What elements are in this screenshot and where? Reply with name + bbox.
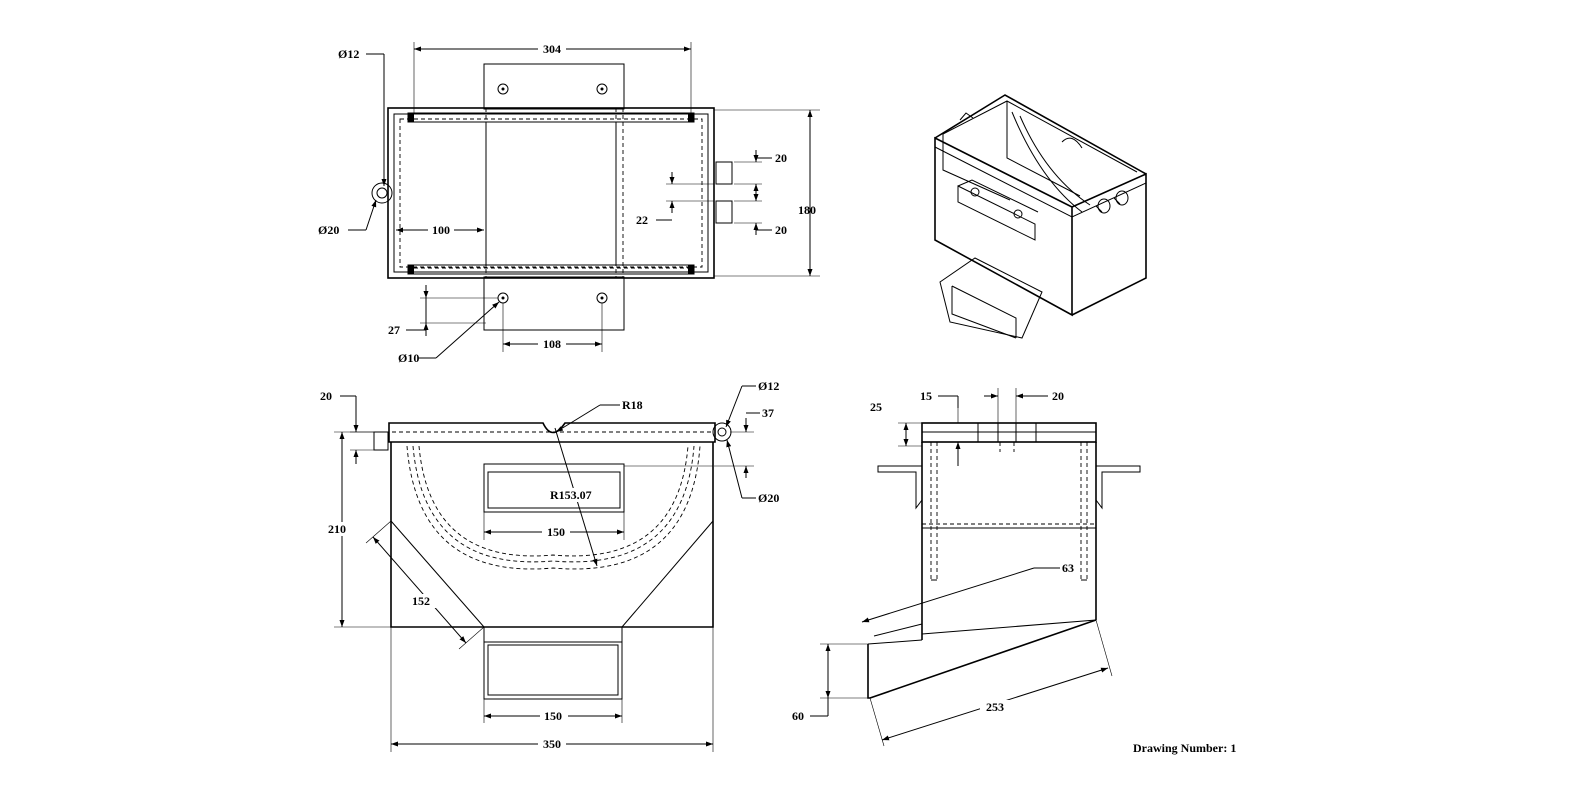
dim-peg-upper: 20 (775, 151, 787, 165)
dim-top-height: 180 (798, 203, 816, 217)
dim-lip-height: 25 (870, 400, 882, 414)
dim-chute-length: 253 (986, 700, 1004, 714)
dim-outlet-width: 150 (544, 709, 562, 723)
dim-chute-offset: 63 (1062, 561, 1074, 575)
dim-front-height: 210 (328, 522, 346, 536)
dim-peg-gap-side: 20 (1052, 389, 1064, 403)
dim-front-width: 350 (543, 737, 561, 751)
box-outline (387, 107, 715, 279)
dim-notch-radius: R18 (622, 398, 643, 412)
top-view: 304 180 100 108 27 Ø10 Ø12 (318, 42, 820, 365)
dim-left-offset: 100 (432, 223, 450, 237)
dim-top-width: 304 (543, 42, 561, 56)
dim-front-ring-dia: Ø20 (758, 491, 779, 505)
dim-hole-offset: 37 (762, 406, 774, 420)
side-view: 25 15 20 63 60 253 (792, 388, 1141, 747)
front-view: 20 210 R18 R153.07 150 Ø12 37 (320, 379, 779, 752)
drawing-number-label: Drawing Number: (1133, 741, 1228, 755)
dim-top-small-hole: Ø12 (338, 47, 359, 61)
dim-tab-hole-dia: Ø10 (398, 351, 419, 365)
dim-tab-offset: 27 (388, 323, 400, 337)
dim-front-small-hole: Ø12 (758, 379, 779, 393)
dim-chamfer-length: 152 (412, 594, 430, 608)
dim-peg-width: 15 (920, 389, 932, 403)
dim-tab-spacing: 108 (543, 337, 561, 351)
dim-peg-gap: 22 (636, 213, 648, 227)
dim-slot-width: 150 (547, 525, 565, 539)
dim-top-ring-dia: Ø20 (318, 223, 339, 237)
drawing-number-value: 1 (1230, 741, 1237, 755)
top-tab (483, 63, 625, 110)
dim-arc-radius: R153.07 (550, 488, 592, 502)
isometric-view (934, 94, 1147, 339)
bottom-tab (483, 276, 625, 331)
drawing-number: Drawing Number: 1 (1133, 741, 1236, 756)
dim-peg-lower: 20 (775, 223, 787, 237)
dim-flange-thickness: 20 (320, 389, 332, 403)
dim-outlet-height: 60 (792, 709, 804, 723)
